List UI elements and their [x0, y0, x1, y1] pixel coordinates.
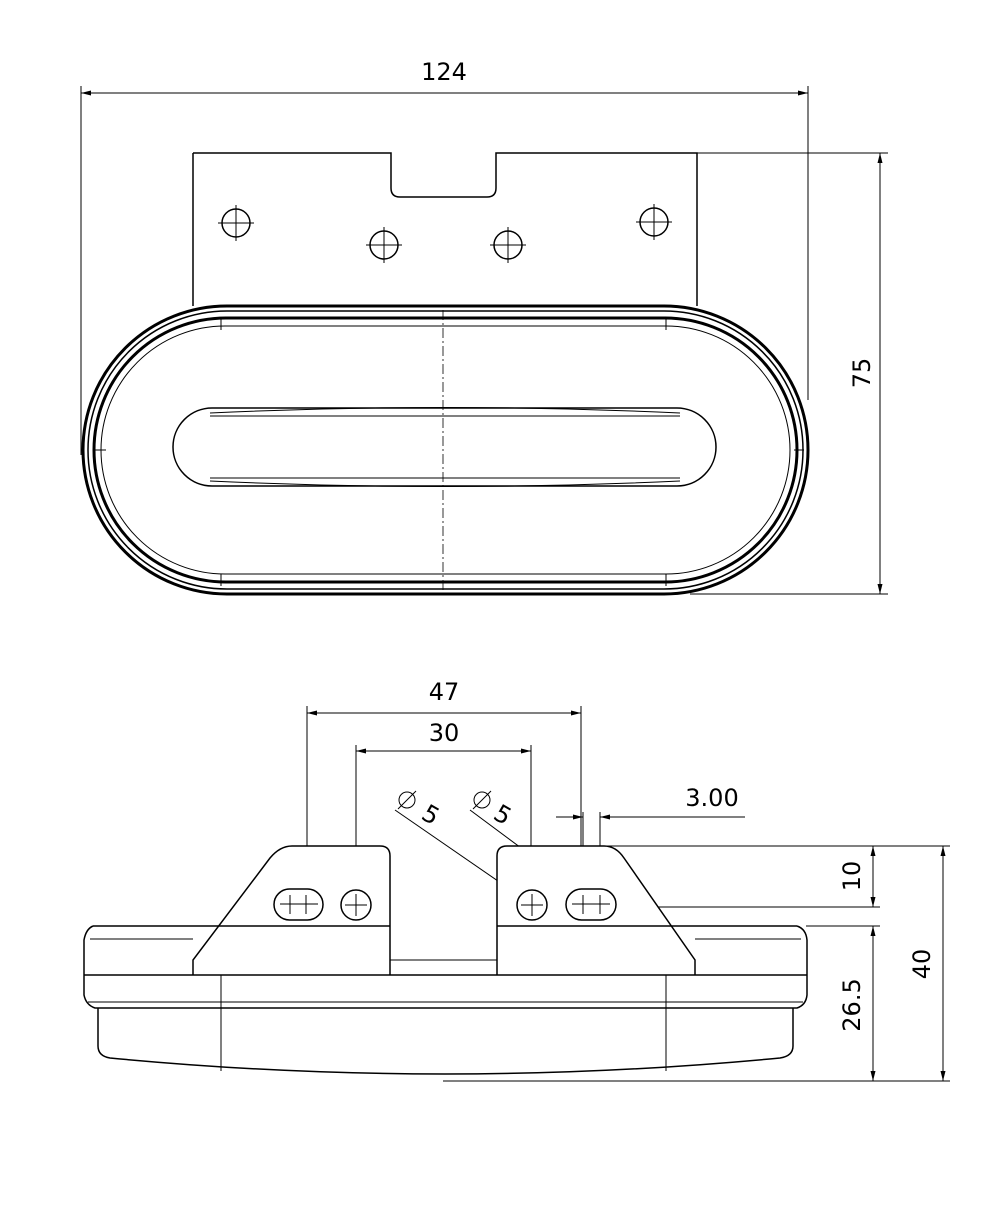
lamp-housing-outer	[81, 304, 810, 596]
dimension-label-3-00: 3.00	[685, 784, 738, 812]
dimension-slot-offset: 3.00	[556, 784, 745, 925]
dimension-label-30: 30	[429, 719, 460, 747]
side-view: 47 30 5 5	[83, 678, 950, 1082]
dimension-label-dia-5-left: 5	[417, 799, 444, 831]
dimension-bracket-height: 10	[604, 845, 950, 908]
mounting-plate	[193, 152, 698, 306]
dimension-body-height: 26.5	[806, 925, 880, 1081]
mounting-hole-2	[366, 227, 402, 263]
slot-hole-left	[273, 888, 324, 921]
dimension-label-10: 10	[838, 861, 866, 892]
bracket-right	[496, 845, 696, 975]
top-view: 124 75	[80, 58, 888, 596]
dimension-label-75: 75	[848, 358, 876, 389]
dimension-label-26-5: 26.5	[838, 978, 866, 1031]
dimension-label-124: 124	[421, 58, 467, 86]
mounting-hole-3	[490, 227, 526, 263]
dimension-total-height: 75	[690, 152, 888, 595]
mounting-hole-1	[218, 205, 254, 241]
slot-hole-right	[565, 888, 617, 921]
lamp-housing-side	[83, 925, 808, 1075]
mounting-hole-4	[636, 204, 672, 240]
dimension-label-47: 47	[429, 678, 460, 706]
dimension-label-dia-5-right: 5	[489, 799, 516, 831]
bracket-left	[192, 845, 391, 975]
dimension-label-40: 40	[908, 949, 936, 980]
round-hole-right	[516, 889, 548, 921]
dimension-total-width: 124	[80, 58, 809, 455]
round-hole-left	[340, 889, 372, 921]
dimension-overall-depth: 40	[443, 846, 950, 1082]
